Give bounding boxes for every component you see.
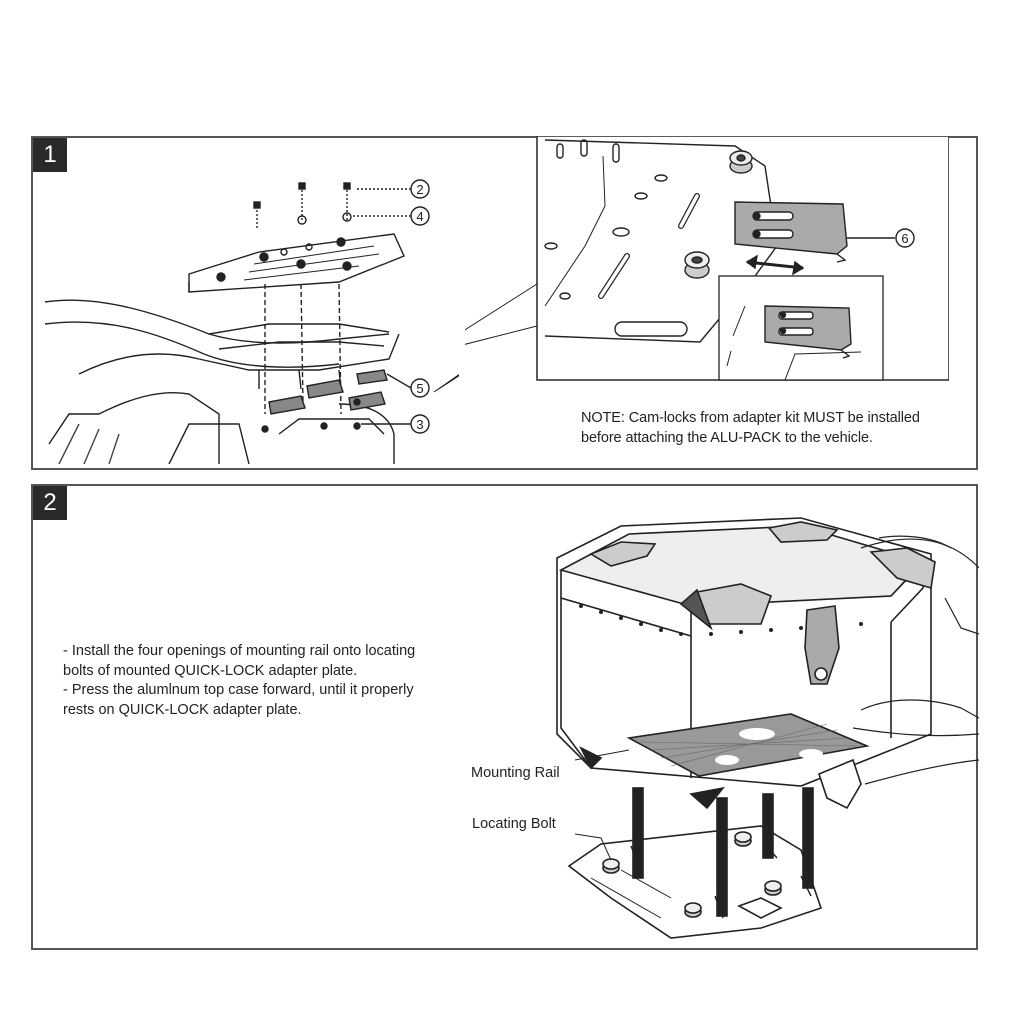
instruction-line-4: rests on QUICK-LOCK adapter plate. — [63, 701, 302, 718]
instructions-text: - Install the four openings of mounting … — [63, 642, 483, 720]
instruction-line-2: bolts of mounted QUICK-LOCK adapter plat… — [63, 662, 358, 679]
step-2-panel: 2 - Install the four openings of mountin… — [31, 484, 979, 950]
callout-6: 6 — [901, 231, 908, 246]
step-number-1: 1 — [33, 138, 67, 172]
step-number-2: 2 — [33, 486, 67, 520]
cam-lock-detail-illustration: 6 — [465, 136, 949, 381]
rack-exploded-illustration: 2 4 5 3 — [44, 179, 459, 464]
mounting-rail-label: Mounting Rail — [471, 765, 560, 781]
callout-5: 5 — [416, 381, 423, 396]
callout-4: 4 — [416, 209, 423, 224]
step-1-panel: 1 — [31, 136, 978, 470]
note-line-2: before attaching the ALU-PACK to the veh… — [581, 430, 873, 446]
instruction-line-3: - Press the alumlnum top case forward, u… — [63, 682, 414, 698]
instruction-line-1: - Install the four openings of mounting … — [63, 643, 416, 659]
note-line-1: NOTE: Cam-locks from adapter kit MUST be… — [581, 410, 920, 426]
note-text: NOTE: Cam-locks from adapter kit MUST be… — [581, 408, 981, 448]
top-case-illustration — [556, 517, 979, 939]
locating-bolt-label: Locating Bolt — [472, 816, 556, 832]
callout-2: 2 — [416, 182, 423, 197]
callout-3: 3 — [416, 417, 423, 432]
